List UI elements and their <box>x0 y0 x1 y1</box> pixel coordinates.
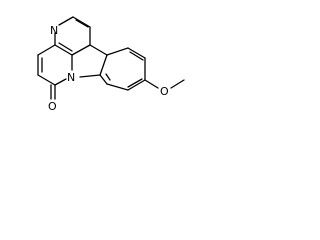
methoxy-oxygen-label: O <box>160 85 169 98</box>
pyridine-ring <box>54 16 91 56</box>
pyrrole-ring <box>79 44 108 78</box>
indole-nitrogen-label: N <box>67 71 75 84</box>
carbonyl-oxygen-label: O <box>48 100 57 113</box>
carbonyl-group <box>50 84 56 100</box>
pyridinone-ring <box>37 44 73 86</box>
methoxy-group <box>144 79 185 89</box>
chemical-structure-diagram: N N O O <box>37 16 185 113</box>
benzene-ring <box>99 47 146 91</box>
pyridine-nitrogen-label: N <box>50 24 58 37</box>
